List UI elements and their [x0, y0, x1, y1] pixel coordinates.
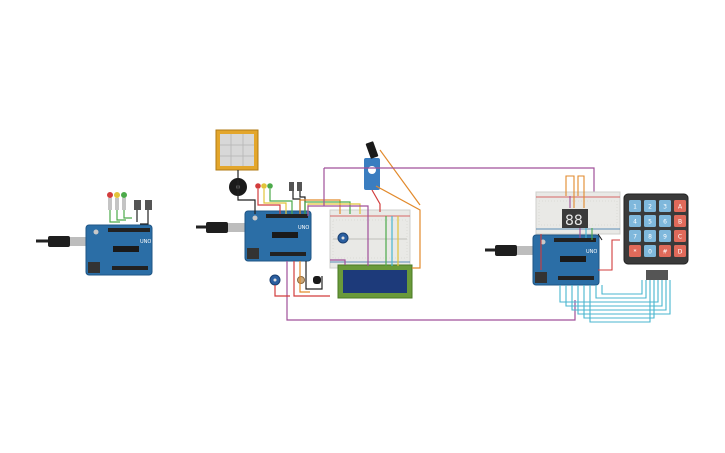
- led-yellow[interactable]: [114, 192, 120, 210]
- keypad-key-label: 5: [648, 219, 652, 226]
- keypad-key-label: 3: [663, 204, 667, 211]
- keypad-key-B[interactable]: [674, 215, 686, 227]
- led-yellow[interactable]: [261, 183, 267, 189]
- led-red[interactable]: [255, 183, 261, 189]
- seven-segment-digits: 88: [565, 213, 583, 229]
- keypad-key-label: B: [678, 219, 682, 226]
- circuit-3-wires: [540, 175, 671, 323]
- seven-segment-display[interactable]: 88: [562, 209, 588, 229]
- keypad-key-label: 4: [633, 219, 637, 226]
- keypad-key-5[interactable]: [644, 215, 656, 227]
- keypad-key-0[interactable]: [644, 245, 656, 257]
- keypad-key-label: *: [634, 249, 637, 256]
- keypad-key-9[interactable]: [659, 230, 671, 242]
- keypad-key-A[interactable]: [674, 200, 686, 212]
- keypad-key-label: 6: [663, 219, 667, 226]
- keypad-key-1[interactable]: [629, 200, 641, 212]
- usb-cable-icon[interactable]: [485, 245, 537, 256]
- keypad-key-7[interactable]: [629, 230, 641, 242]
- board-label: UNO: [140, 239, 151, 245]
- keypad-key-*[interactable]: [629, 245, 641, 257]
- board-label: UNO: [586, 249, 597, 255]
- keypad-key-label: D: [678, 249, 683, 256]
- led-red[interactable]: [107, 192, 113, 210]
- circuit-1-wires: [109, 210, 149, 225]
- keypad-key-label: A: [678, 204, 683, 211]
- keypad-key-C[interactable]: [674, 230, 686, 242]
- pushbutton-icon[interactable]: [134, 200, 152, 210]
- circuit-3[interactable]: 88 UNO 1 2 3 A 4 5 6 B 7 8 9 C * 0 # D: [485, 175, 689, 323]
- photoresistor[interactable]: [297, 276, 305, 284]
- keypad-key-#[interactable]: [659, 245, 671, 257]
- keypad-key-label: 2: [648, 204, 652, 211]
- keypad-key-6[interactable]: [659, 215, 671, 227]
- keypad-key-label: C: [678, 234, 682, 241]
- circuit-2[interactable]: UNO: [196, 129, 595, 321]
- keypad-key-label: 0: [648, 249, 652, 256]
- led-green[interactable]: [267, 183, 273, 189]
- keypad-key-4[interactable]: [629, 215, 641, 227]
- led-matrix[interactable]: [215, 129, 259, 171]
- keypad-key-8[interactable]: [644, 230, 656, 242]
- arduino-uno-1[interactable]: UNO: [85, 224, 153, 276]
- keypad-key-label: 1: [633, 204, 637, 211]
- lcd-display[interactable]: [337, 264, 413, 299]
- keypad-key-label: 7: [633, 234, 637, 241]
- keypad-key-3[interactable]: [659, 200, 671, 212]
- usb-cable-icon[interactable]: [36, 236, 90, 247]
- temperature-sensor-icon[interactable]: [313, 276, 321, 284]
- keypad[interactable]: 1 2 3 A 4 5 6 B 7 8 9 C * 0 # D: [623, 193, 689, 280]
- keypad-key-label: 9: [663, 234, 667, 241]
- keypad-key-label: 8: [648, 234, 652, 241]
- keypad-key-2[interactable]: [644, 200, 656, 212]
- board-label: UNO: [298, 225, 309, 231]
- pushbutton-icon[interactable]: [289, 182, 302, 191]
- led-green[interactable]: [121, 192, 127, 210]
- keypad-key-label: #: [662, 249, 667, 256]
- arduino-uno-2[interactable]: UNO: [244, 210, 312, 262]
- circuit-1[interactable]: UNO: [36, 192, 153, 276]
- keypad-key-D[interactable]: [674, 245, 686, 257]
- arduino-uno-3[interactable]: UNO: [532, 234, 600, 286]
- potentiometer-icon[interactable]: [337, 232, 349, 244]
- servo-icon[interactable]: [364, 141, 380, 190]
- usb-cable-icon[interactable]: [196, 222, 248, 233]
- potentiometer-icon[interactable]: [269, 274, 281, 286]
